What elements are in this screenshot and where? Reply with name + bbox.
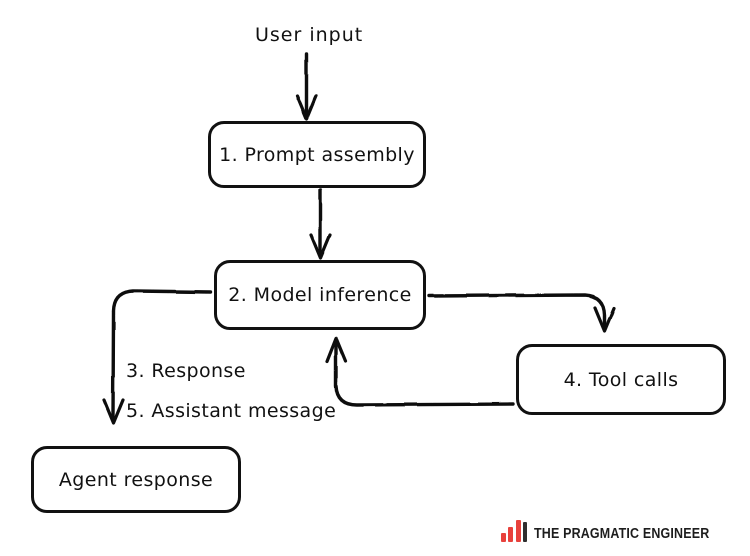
node-agent-response-label: Agent response	[58, 468, 214, 491]
node-tool-calls[interactable]: 4. Tool calls	[516, 344, 726, 415]
edge-label-assistant-message: 5. Assistant message	[126, 400, 337, 422]
edge-model-inference-to-tool-calls	[427, 293, 616, 333]
user-input-label: User input	[255, 24, 364, 46]
bar-4	[523, 522, 528, 542]
edge-tool-calls-to-model-inference	[325, 336, 515, 407]
edge-label-response: 3. Response	[126, 360, 246, 382]
brand-logo: THE PRAGMATIC ENGINEER	[500, 520, 738, 542]
node-tool-calls-label: 4. Tool calls	[563, 368, 679, 391]
edge-user-input-to-prompt-assembly	[295, 52, 318, 121]
node-prompt-assembly[interactable]: 1. Prompt assembly	[208, 121, 426, 188]
brand-name: THE PRAGMATIC ENGINEER	[534, 525, 710, 542]
edge-prompt-assembly-to-model-inference	[309, 188, 332, 260]
node-model-inference-label: 2. Model inference	[228, 284, 412, 306]
bar-2	[508, 527, 514, 542]
bar-3	[515, 520, 521, 542]
node-agent-response[interactable]: Agent response	[31, 446, 241, 513]
node-prompt-assembly-label: 1. Prompt assembly	[219, 143, 415, 166]
bar-1	[500, 533, 506, 542]
bar-chart-icon	[500, 520, 528, 542]
node-model-inference[interactable]: 2. Model inference	[214, 260, 426, 330]
